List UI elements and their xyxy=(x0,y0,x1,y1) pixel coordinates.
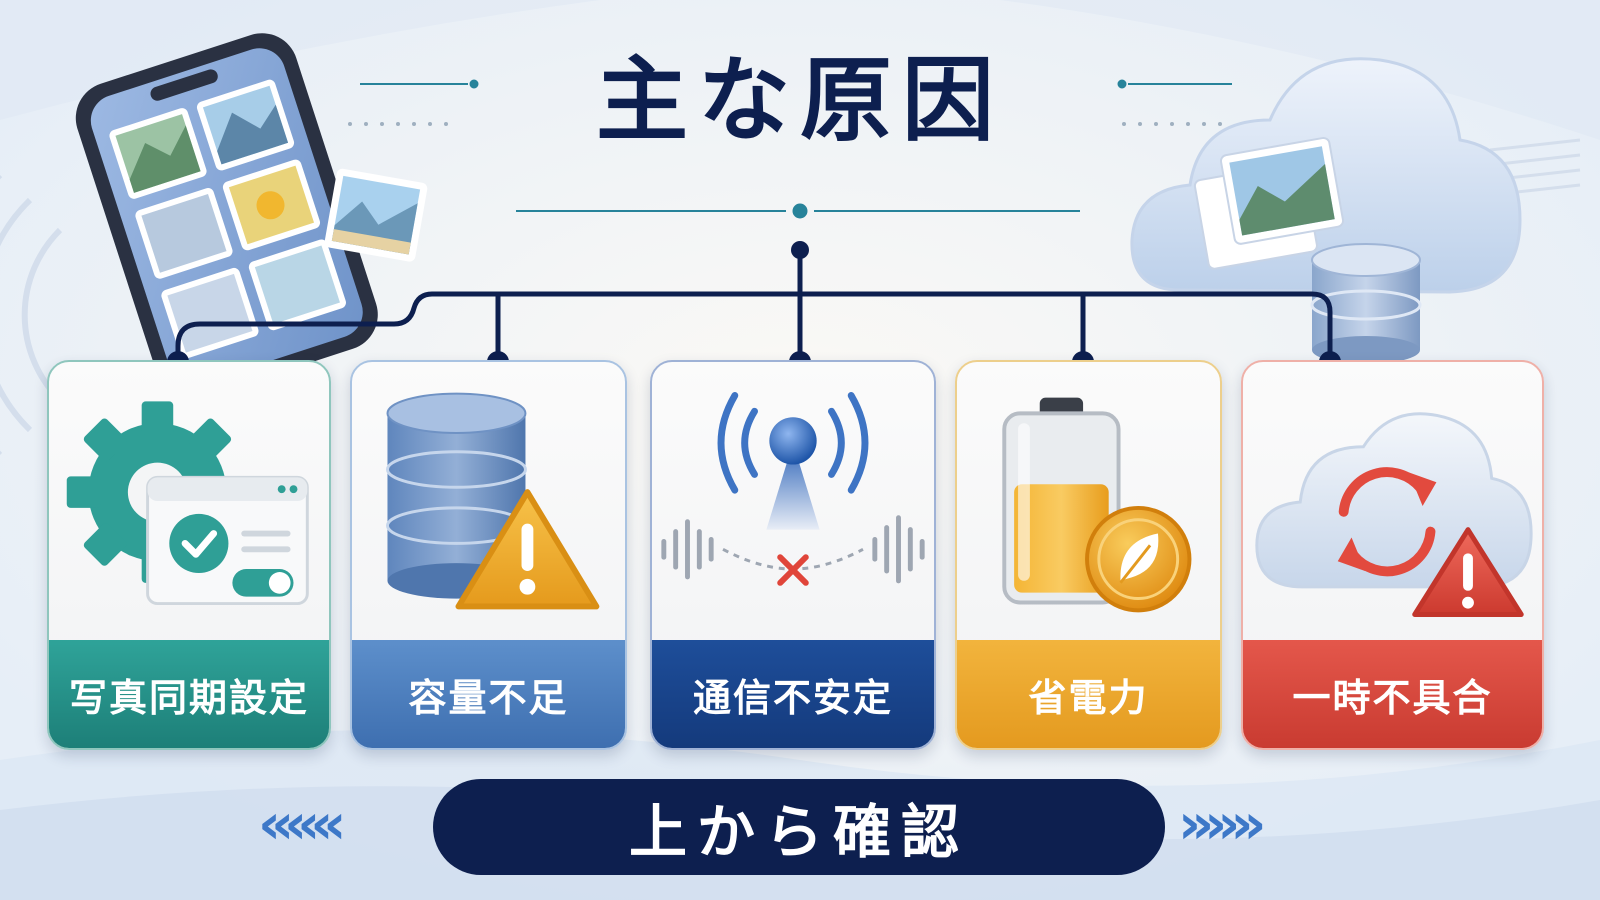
gear-settings-check-icon xyxy=(66,401,309,606)
cause-card-power-saving: 省電力 xyxy=(955,360,1222,750)
chevrons-right-icon: ›››››› xyxy=(1178,792,1267,857)
cause-card-storage: 容量不足 xyxy=(350,360,627,750)
cause-label: 通信不安定 xyxy=(652,640,934,748)
cause-card-network: 通信不安定 xyxy=(650,360,936,750)
floating-photo xyxy=(324,168,428,262)
page-title: 主な原因 xyxy=(595,47,1004,154)
cause-label: 容量不足 xyxy=(352,640,625,748)
cloud-storage-illustration xyxy=(1130,57,1522,364)
title-decoration xyxy=(348,79,1232,219)
chevrons-left-icon: ‹‹‹‹‹‹ xyxy=(258,792,347,857)
check-from-top-banner: 上から確認 xyxy=(433,779,1165,875)
battery-leaf-icon xyxy=(1002,397,1192,613)
cause-label: 一時不具合 xyxy=(1243,640,1542,748)
cloud-sync-warning-icon xyxy=(1255,412,1533,617)
signal-tower-error-icon xyxy=(661,392,925,586)
cause-card-temporary-glitch: 一時不具合 xyxy=(1241,360,1544,750)
connector-lines xyxy=(175,247,1333,365)
cause-card-sync-settings: 写真同期設定 xyxy=(47,360,331,750)
phone-photos-illustration xyxy=(75,33,378,400)
cause-label: 省電力 xyxy=(957,640,1220,748)
database-warning-icon xyxy=(386,392,600,610)
cause-label: 写真同期設定 xyxy=(49,640,329,748)
